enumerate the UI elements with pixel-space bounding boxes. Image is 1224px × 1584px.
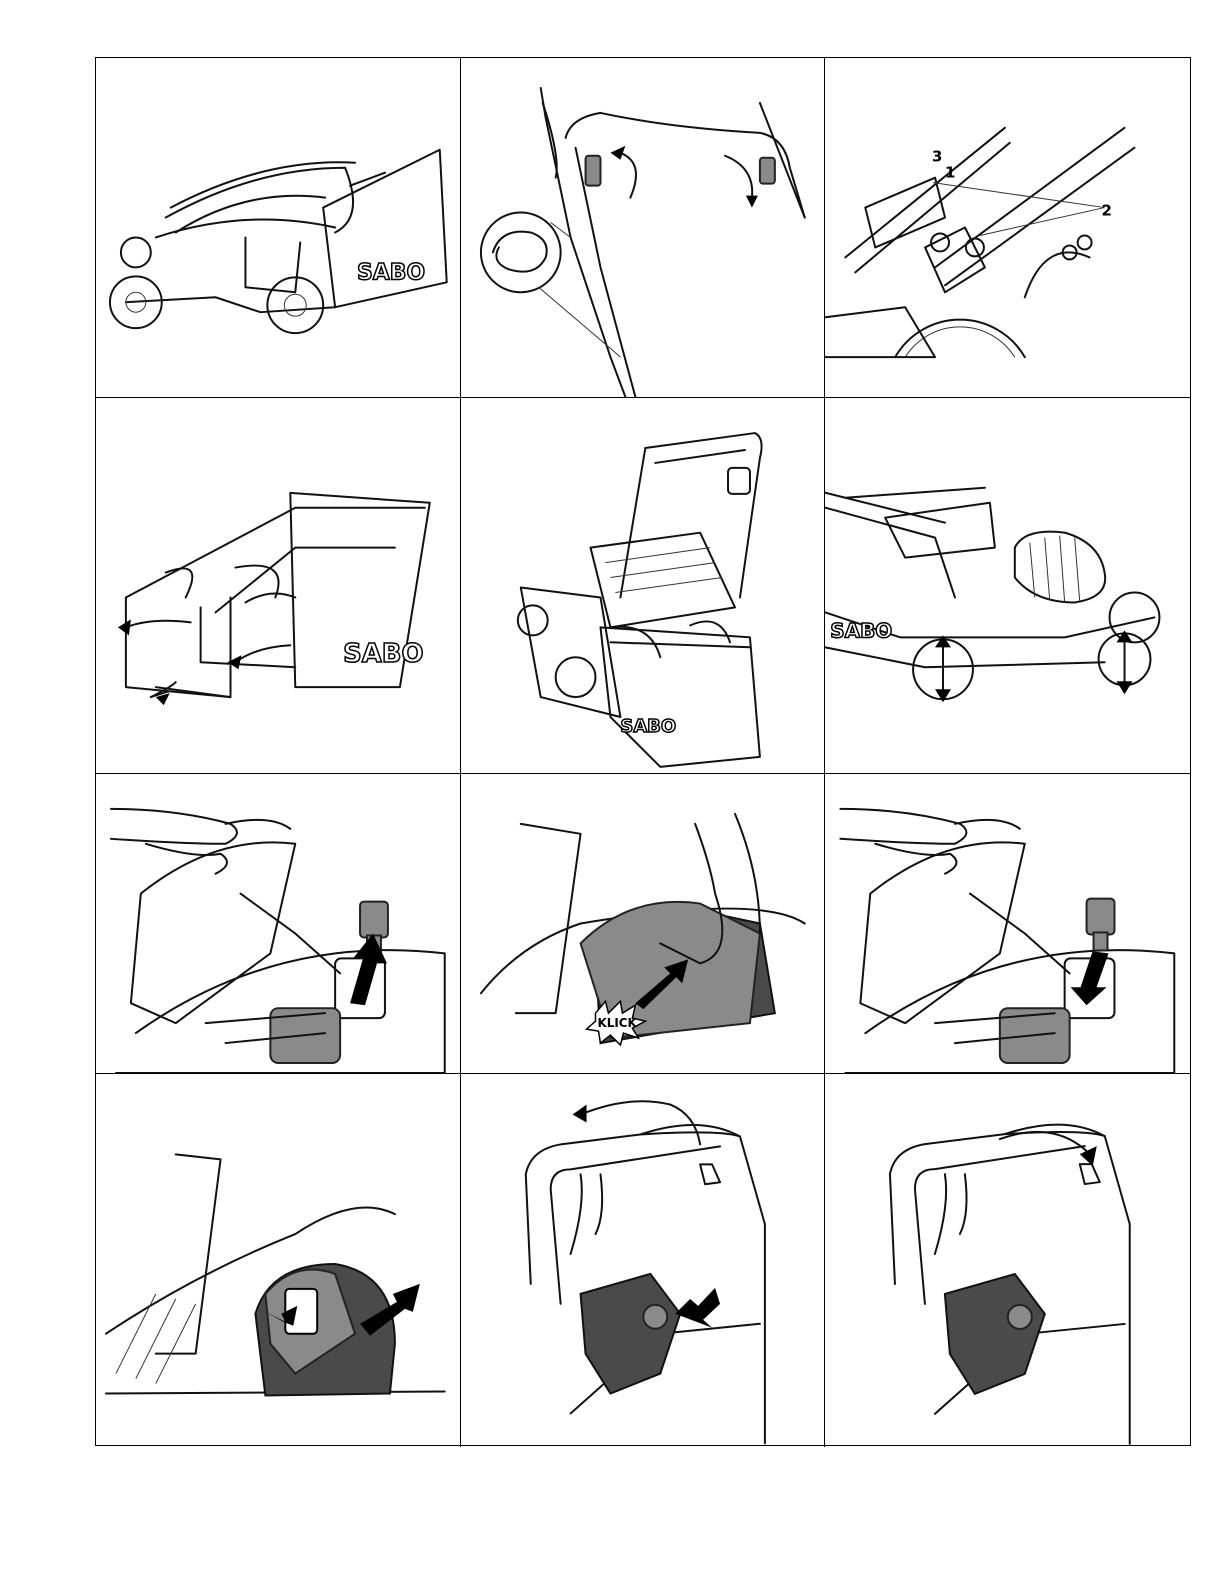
figure-safety-bar-release [825, 1074, 1190, 1447]
sabo-logo: SABO [357, 260, 425, 285]
figure-attach-grass-bag: SABO [461, 398, 826, 774]
figure-insert-safety-key [825, 774, 1190, 1074]
klick-label: KLICK [597, 1016, 637, 1030]
figure-cutting-height: SABO [825, 398, 1190, 774]
callout-3: 3 [932, 148, 942, 166]
sabo-logo: SABO [831, 618, 893, 642]
figure-remove-battery [96, 1074, 461, 1447]
figure-safety-bar-press [461, 1074, 826, 1447]
figure-insert-battery: KLICK [461, 774, 826, 1074]
illustration-grid: SABO [95, 57, 1191, 1446]
figure-grass-bag-frame: SABO [96, 398, 461, 774]
figure-row-2: SABO SABO [96, 398, 1190, 774]
sabo-logo: SABO [620, 716, 676, 737]
figure-remove-safety-key [96, 774, 461, 1074]
callout-2: 2 [1102, 202, 1112, 220]
figure-folded-mower: SABO [96, 58, 461, 398]
sabo-logo: SABO [343, 639, 423, 669]
figure-row-1: SABO [96, 58, 1190, 398]
figure-row-3: KLICK [96, 774, 1190, 1074]
figure-cable-clip-handle [461, 58, 826, 398]
figure-handle-adjust: 3 1 2 [825, 58, 1190, 398]
callout-1: 1 [945, 164, 955, 182]
figure-row-4 [96, 1074, 1190, 1447]
